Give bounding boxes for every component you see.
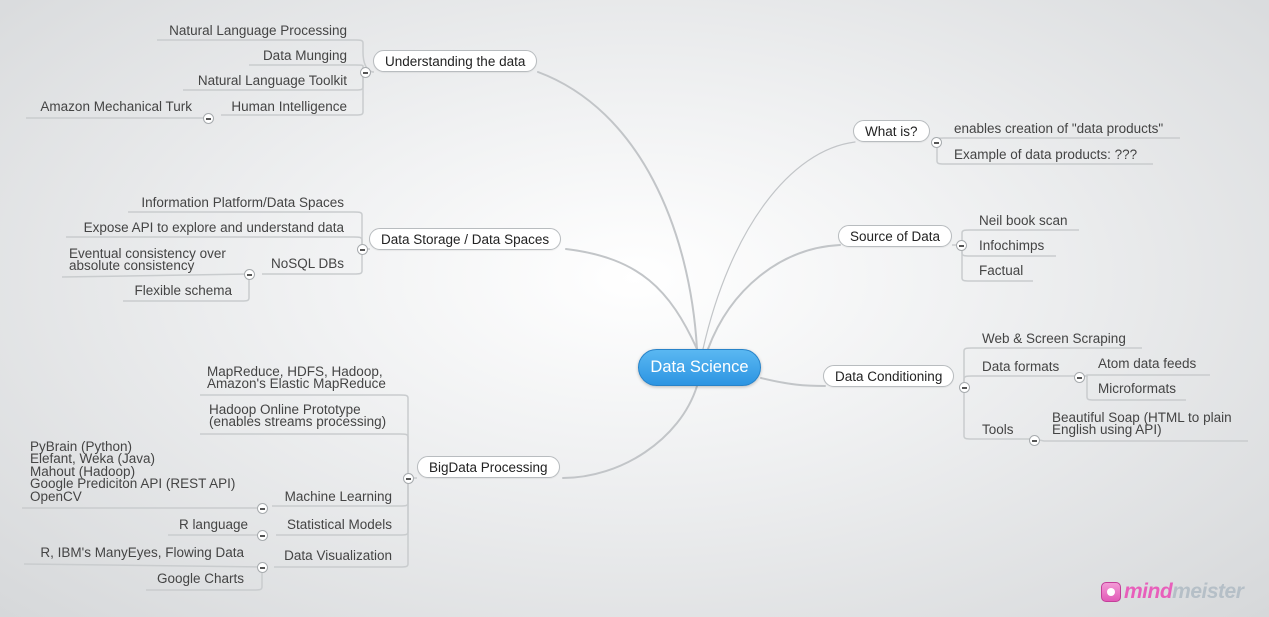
node-tools[interactable]: Tools <box>982 422 1014 437</box>
node-microformats[interactable]: Microformats <box>1098 381 1177 396</box>
collapse-source-icon[interactable] <box>956 240 967 251</box>
node-neil-book-scan[interactable]: Neil book scan <box>979 213 1068 228</box>
node-machine-learning[interactable]: Machine Learning <box>284 489 392 504</box>
node-statistical-models[interactable]: Statistical Models <box>286 517 392 532</box>
collapse-bigdata-icon[interactable] <box>403 473 414 484</box>
node-nosql-dbs[interactable]: NoSQL DBs <box>270 256 344 271</box>
node-data-visualization[interactable]: Data Visualization <box>284 548 392 563</box>
node-r-language[interactable]: R language <box>178 517 248 532</box>
mindmeister-logo-icon <box>1101 582 1121 602</box>
collapse-statistical-models-icon[interactable] <box>257 530 268 541</box>
node-natural-language-processing[interactable]: Natural Language Processing <box>169 23 347 38</box>
node-mapreduce[interactable]: MapReduce, HDFS, Hadoop, Amazon's Elasti… <box>207 364 386 391</box>
node-natural-language-toolkit[interactable]: Natural Language Toolkit <box>197 73 347 88</box>
collapse-machine-learning-icon[interactable] <box>257 503 268 514</box>
node-enables-data-products[interactable]: enables creation of "data products" <box>954 121 1164 136</box>
collapse-conditioning-icon[interactable] <box>959 382 970 393</box>
node-factual[interactable]: Factual <box>979 263 1024 278</box>
node-expose-api[interactable]: Expose API to explore and understand dat… <box>83 220 344 235</box>
topic-data-conditioning[interactable]: Data Conditioning <box>823 365 955 387</box>
node-example-data-products[interactable]: Example of data products: ??? <box>954 147 1138 162</box>
node-flexible-schema[interactable]: Flexible schema <box>134 283 232 298</box>
node-beautiful-soap[interactable]: Beautiful Soap (HTML to plain English us… <box>1052 410 1232 437</box>
topic-source-of-data[interactable]: Source of Data <box>838 225 953 247</box>
node-atom-data-feeds[interactable]: Atom data feeds <box>1098 356 1197 371</box>
node-web-screen-scraping[interactable]: Web & Screen Scraping <box>982 331 1126 346</box>
node-data-munging[interactable]: Data Munging <box>262 48 347 63</box>
node-infochimps[interactable]: Infochimps <box>979 238 1045 253</box>
node-information-platform[interactable]: Information Platform/Data Spaces <box>141 195 344 210</box>
node-eventual-consistency[interactable]: Eventual consistency over absolute consi… <box>69 246 226 273</box>
node-r-manyeyes[interactable]: R, IBM's ManyEyes, Flowing Data <box>40 545 244 560</box>
topic-bigdata-processing[interactable]: BigData Processing <box>417 456 560 478</box>
mindmeister-logo: mindmeister <box>1101 580 1244 604</box>
node-hadoop-online-prototype[interactable]: Hadoop Online Prototype (enables streams… <box>209 402 387 429</box>
node-human-intelligence[interactable]: Human Intelligence <box>231 99 347 114</box>
collapse-data-formats-icon[interactable] <box>1074 372 1085 383</box>
central-topic[interactable]: Data Science <box>638 349 761 386</box>
collapse-understanding-icon[interactable] <box>360 67 371 78</box>
node-google-charts[interactable]: Google Charts <box>156 571 244 586</box>
collapse-nosql-icon[interactable] <box>244 269 255 280</box>
topic-what-is[interactable]: What is? <box>853 120 930 142</box>
collapse-data-storage-icon[interactable] <box>357 244 368 255</box>
collapse-data-visualization-icon[interactable] <box>257 562 268 573</box>
collapse-what-is-icon[interactable] <box>931 137 942 148</box>
node-data-formats[interactable]: Data formats <box>982 359 1060 374</box>
collapse-human-intelligence-icon[interactable] <box>203 113 214 124</box>
node-amazon-mechanical-turk[interactable]: Amazon Mechanical Turk <box>40 99 192 114</box>
node-ml-libraries[interactable]: PyBrain (Python) Elefant, Weka (Java) Ma… <box>30 439 236 504</box>
topic-data-storage[interactable]: Data Storage / Data Spaces <box>369 228 562 250</box>
collapse-tools-icon[interactable] <box>1029 435 1040 446</box>
topic-understanding-data[interactable]: Understanding the data <box>373 50 538 72</box>
mindmeister-logo-text: mindmeister <box>1124 580 1244 603</box>
